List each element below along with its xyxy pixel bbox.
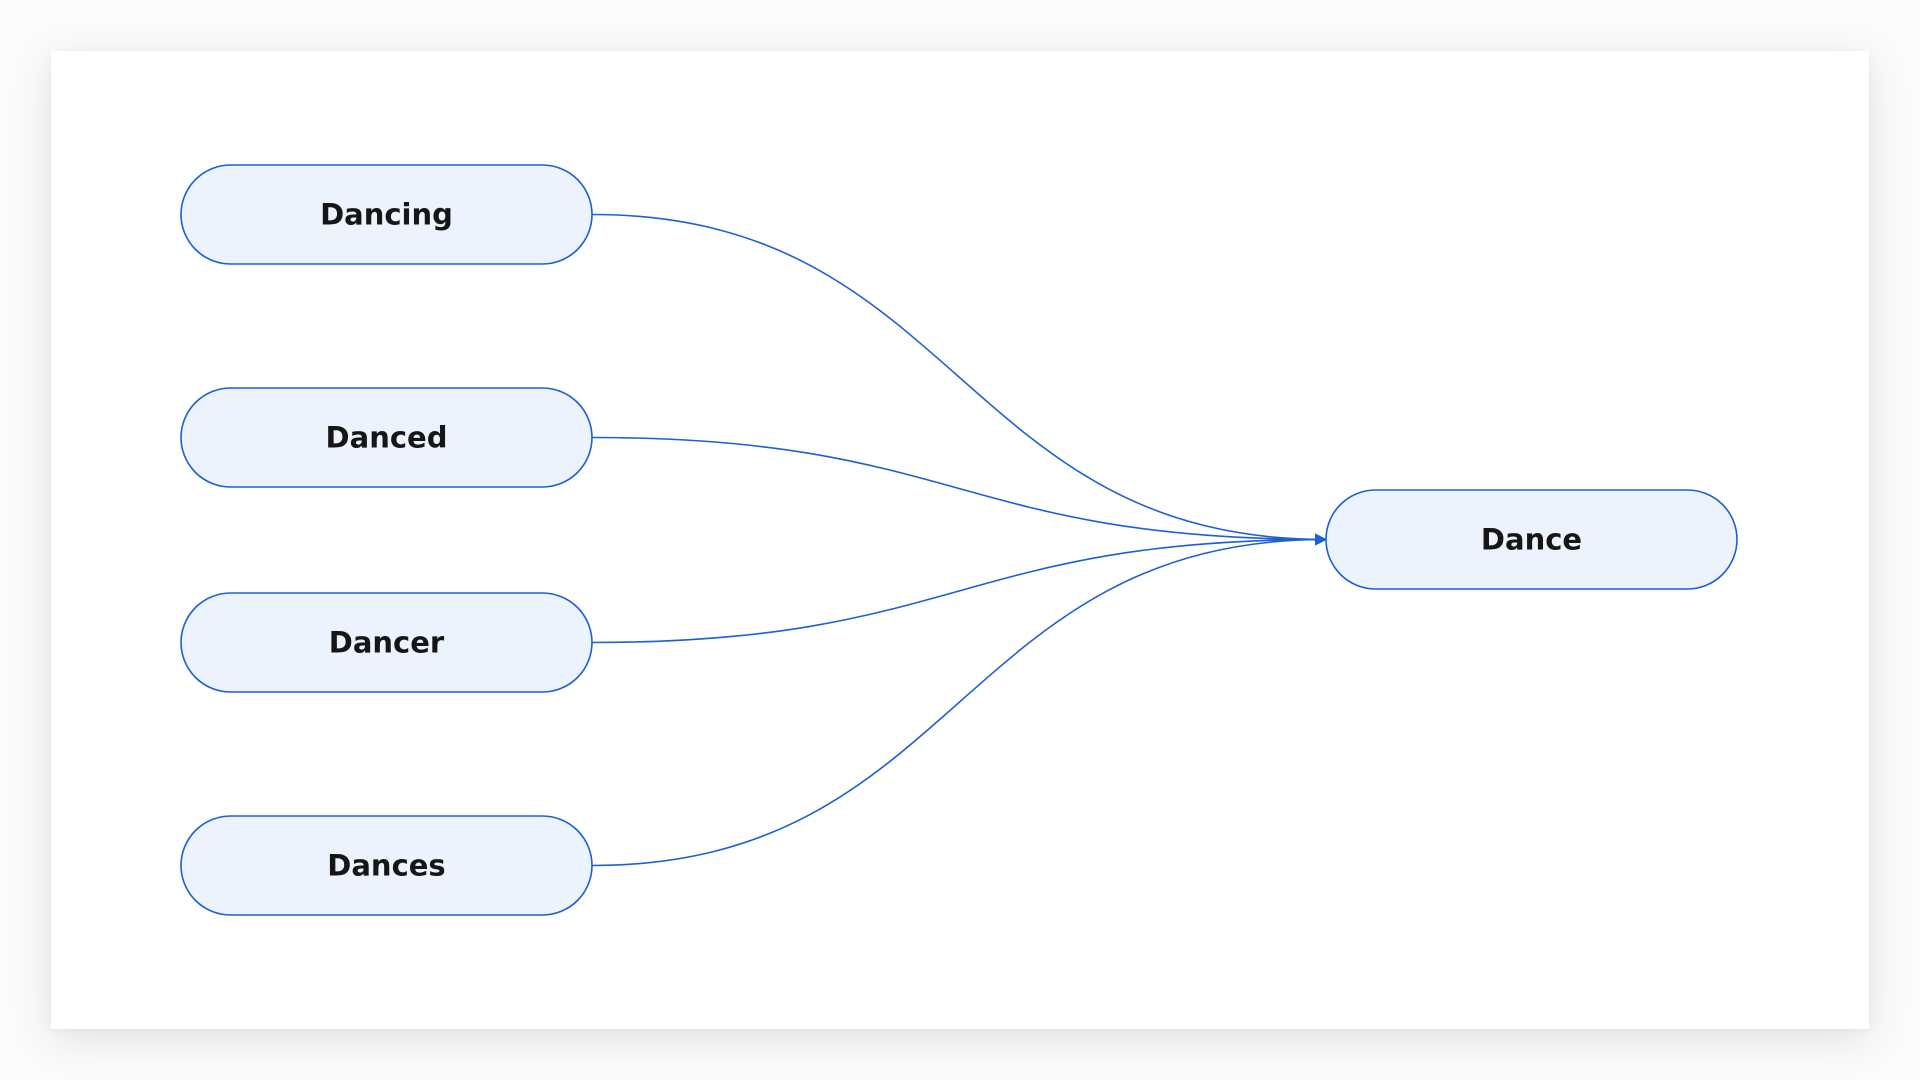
node-shape	[180, 815, 593, 916]
edge-dances-to-dance	[591, 533, 1327, 867]
edges-layer	[591, 213, 1327, 867]
node-shape	[180, 592, 593, 693]
node-dancer: Dancer	[180, 592, 593, 693]
node-label: Dancer	[329, 626, 445, 660]
node-shape	[1325, 489, 1738, 590]
node-label: Danced	[326, 421, 448, 455]
node-dance: Dance	[1325, 489, 1738, 590]
edge-danced-to-dance	[591, 436, 1327, 546]
node-danced: Danced	[180, 387, 593, 488]
node-label: Dance	[1481, 523, 1582, 557]
edge-dancing-to-dance	[591, 213, 1327, 546]
node-shape	[180, 164, 593, 265]
node-shape	[180, 387, 593, 488]
edge-dancer-to-dance	[591, 533, 1327, 644]
node-dances: Dances	[180, 815, 593, 916]
node-label: Dances	[327, 849, 445, 883]
node-dancing: Dancing	[180, 164, 593, 265]
node-label: Dancing	[320, 198, 453, 232]
